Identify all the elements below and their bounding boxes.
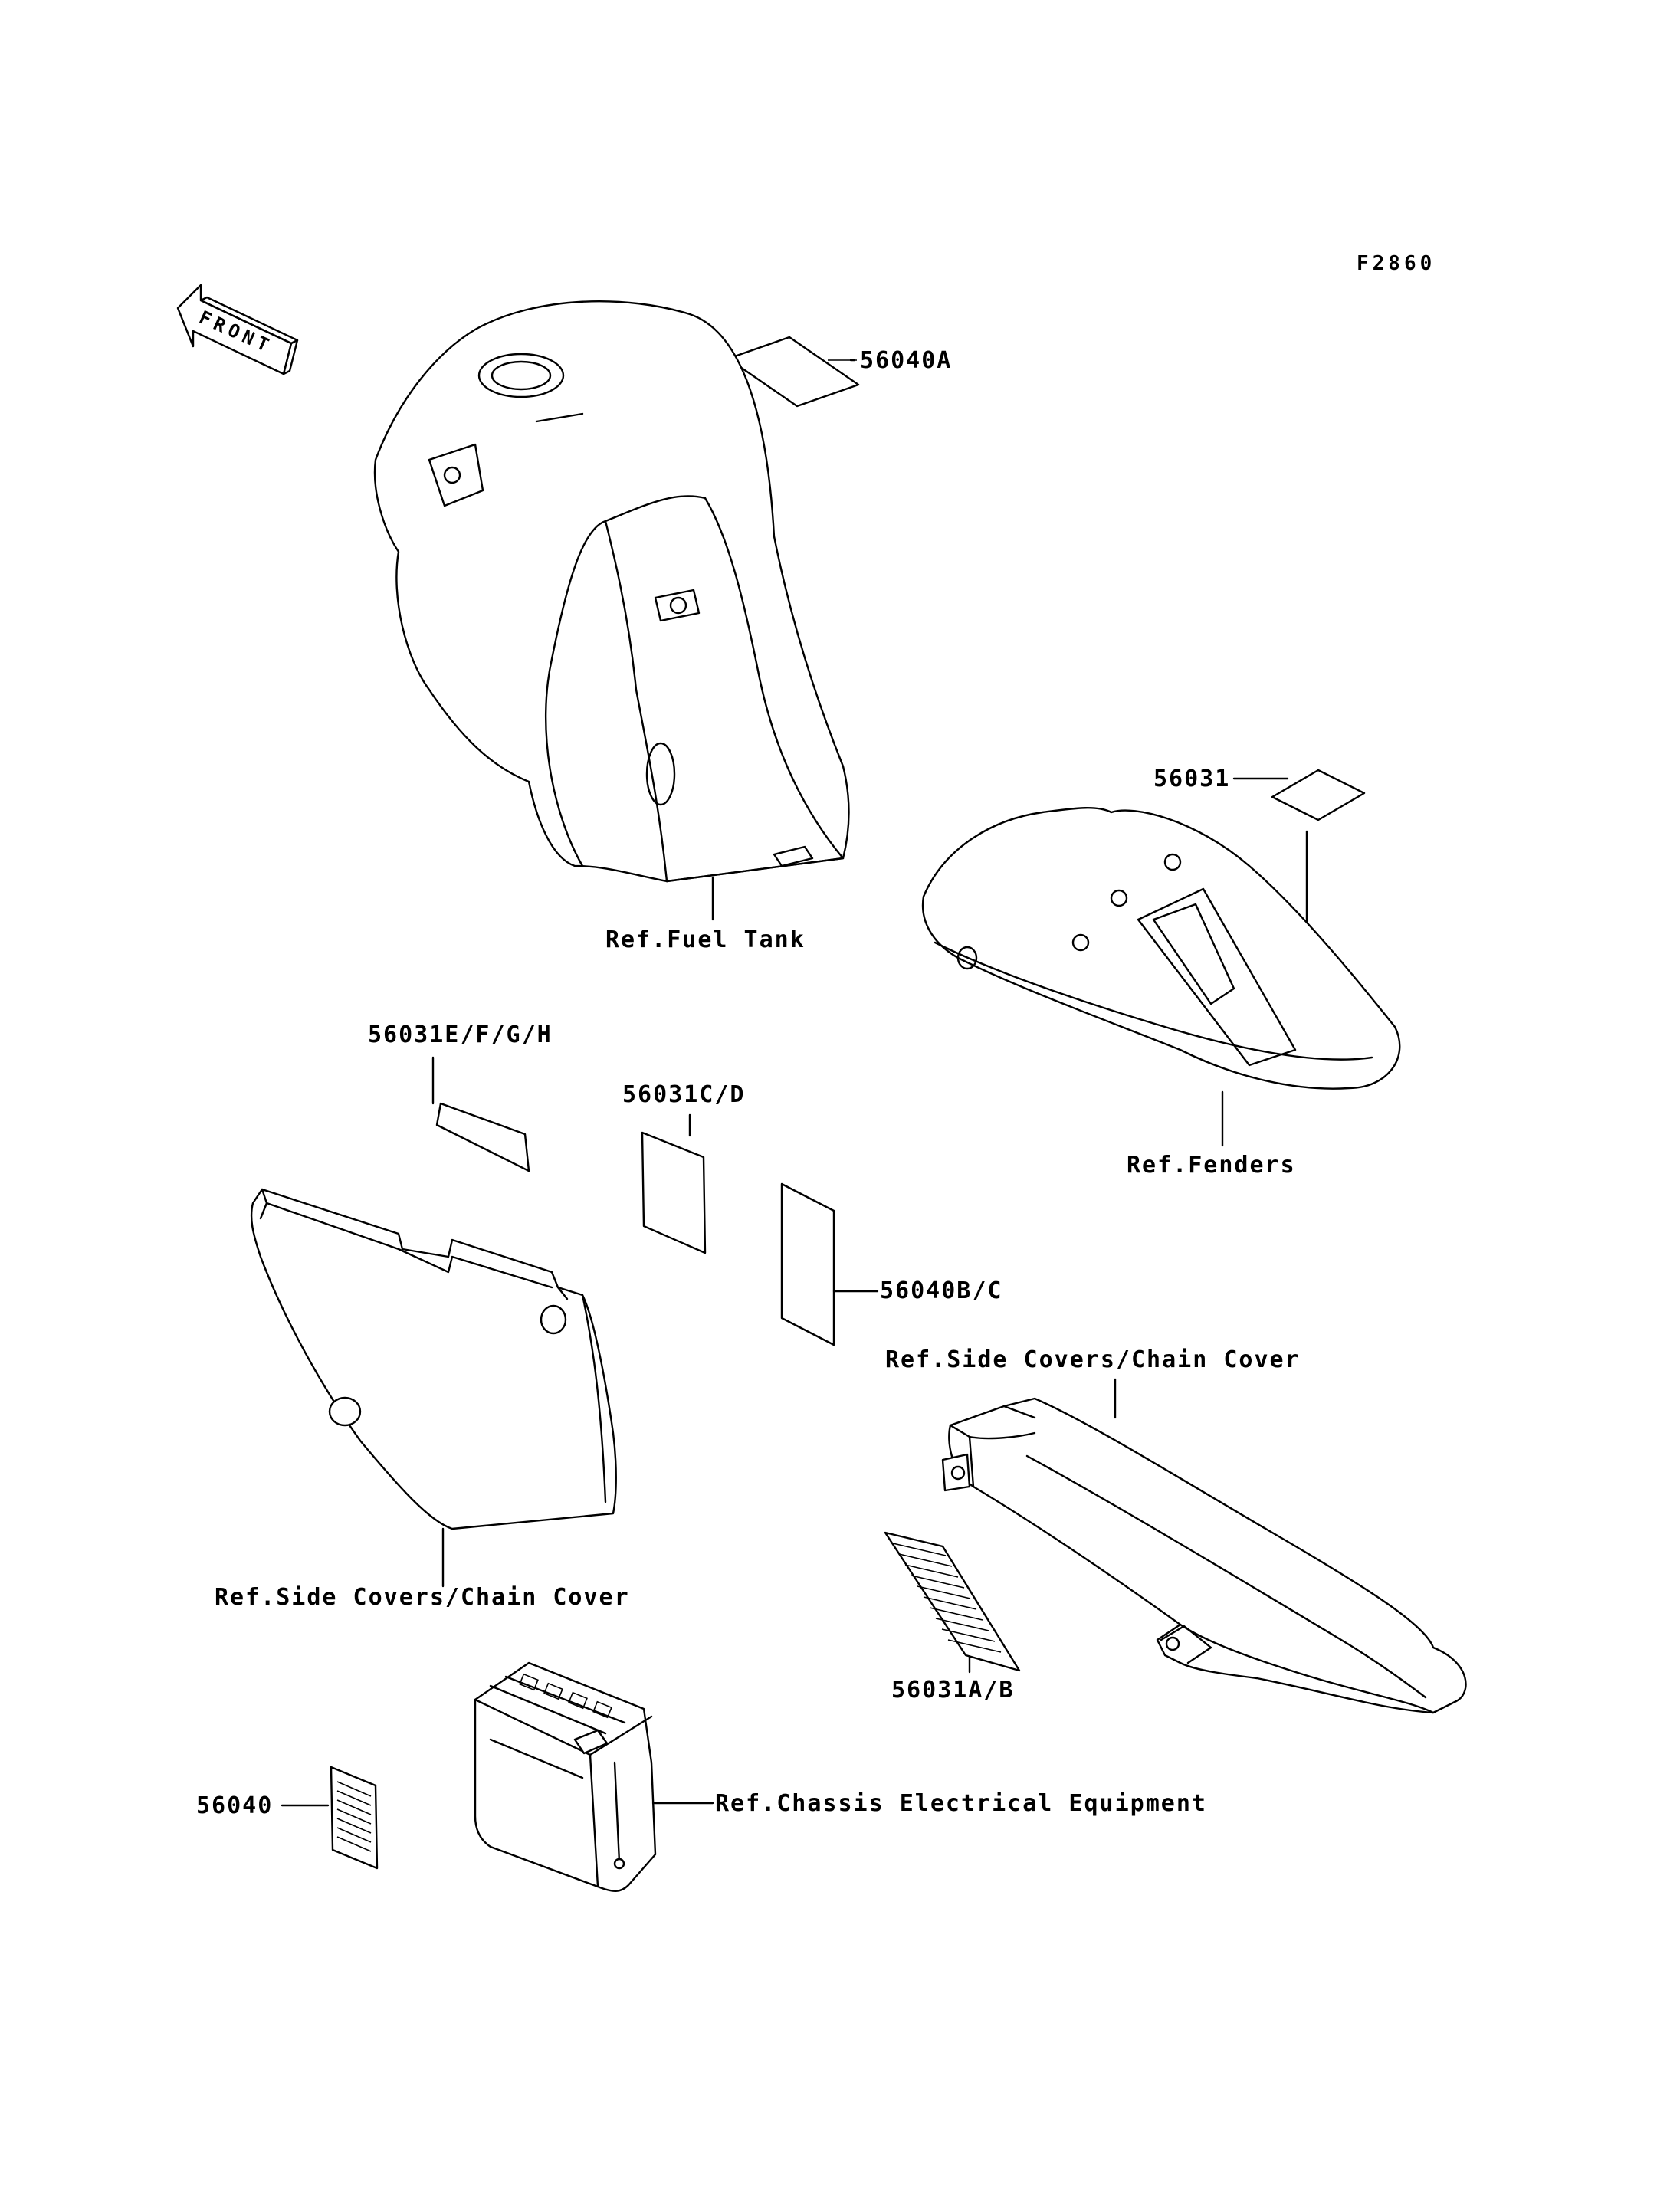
rear-fender-icon: Ref.Fenders — [921, 807, 1401, 1179]
fuel-tank-icon: Ref.Fuel Tank — [373, 300, 850, 953]
label-56031: 56031 — [1153, 766, 1230, 792]
decal-56031cd: 56031C/D — [622, 1081, 746, 1254]
label-56031cd: 56031C/D — [622, 1081, 746, 1108]
battery-icon: Ref.Chassis Electrical Equipment — [474, 1661, 1207, 1892]
label-56031efgh: 56031E/F/G/H — [368, 1021, 553, 1048]
chain-cover-icon: Ref.Side Covers/Chain Cover — [885, 1346, 1467, 1714]
side-cover-icon: Ref.Side Covers/Chain Cover — [215, 1188, 630, 1611]
front-arrow-icon: FRONT — [176, 284, 299, 375]
decal-56031ab: 56031A/B — [884, 1531, 1021, 1703]
label-ref-fenders: Ref.Fenders — [1127, 1152, 1296, 1179]
decal-56031efgh: 56031E/F/G/H — [368, 1021, 553, 1172]
label-56040bc: 56040B/C — [880, 1277, 1003, 1304]
label-56040a: 56040A — [860, 347, 952, 374]
decal-56040a: 56040A — [727, 336, 952, 408]
label-ref-side-covers-left: Ref.Side Covers/Chain Cover — [215, 1584, 630, 1611]
label-ref-chassis-electrical: Ref.Chassis Electrical Equipment — [715, 1790, 1207, 1817]
label-ref-fuel-tank: Ref.Fuel Tank — [605, 926, 806, 953]
decal-56040: 56040 — [196, 1766, 379, 1870]
decal-56040bc: 56040B/C — [780, 1182, 1003, 1346]
label-56040: 56040 — [196, 1792, 273, 1819]
figure-code: F2860 — [1357, 252, 1436, 275]
label-ref-side-covers-right: Ref.Side Covers/Chain Cover — [885, 1346, 1301, 1373]
label-56031ab: 56031A/B — [891, 1677, 1015, 1703]
